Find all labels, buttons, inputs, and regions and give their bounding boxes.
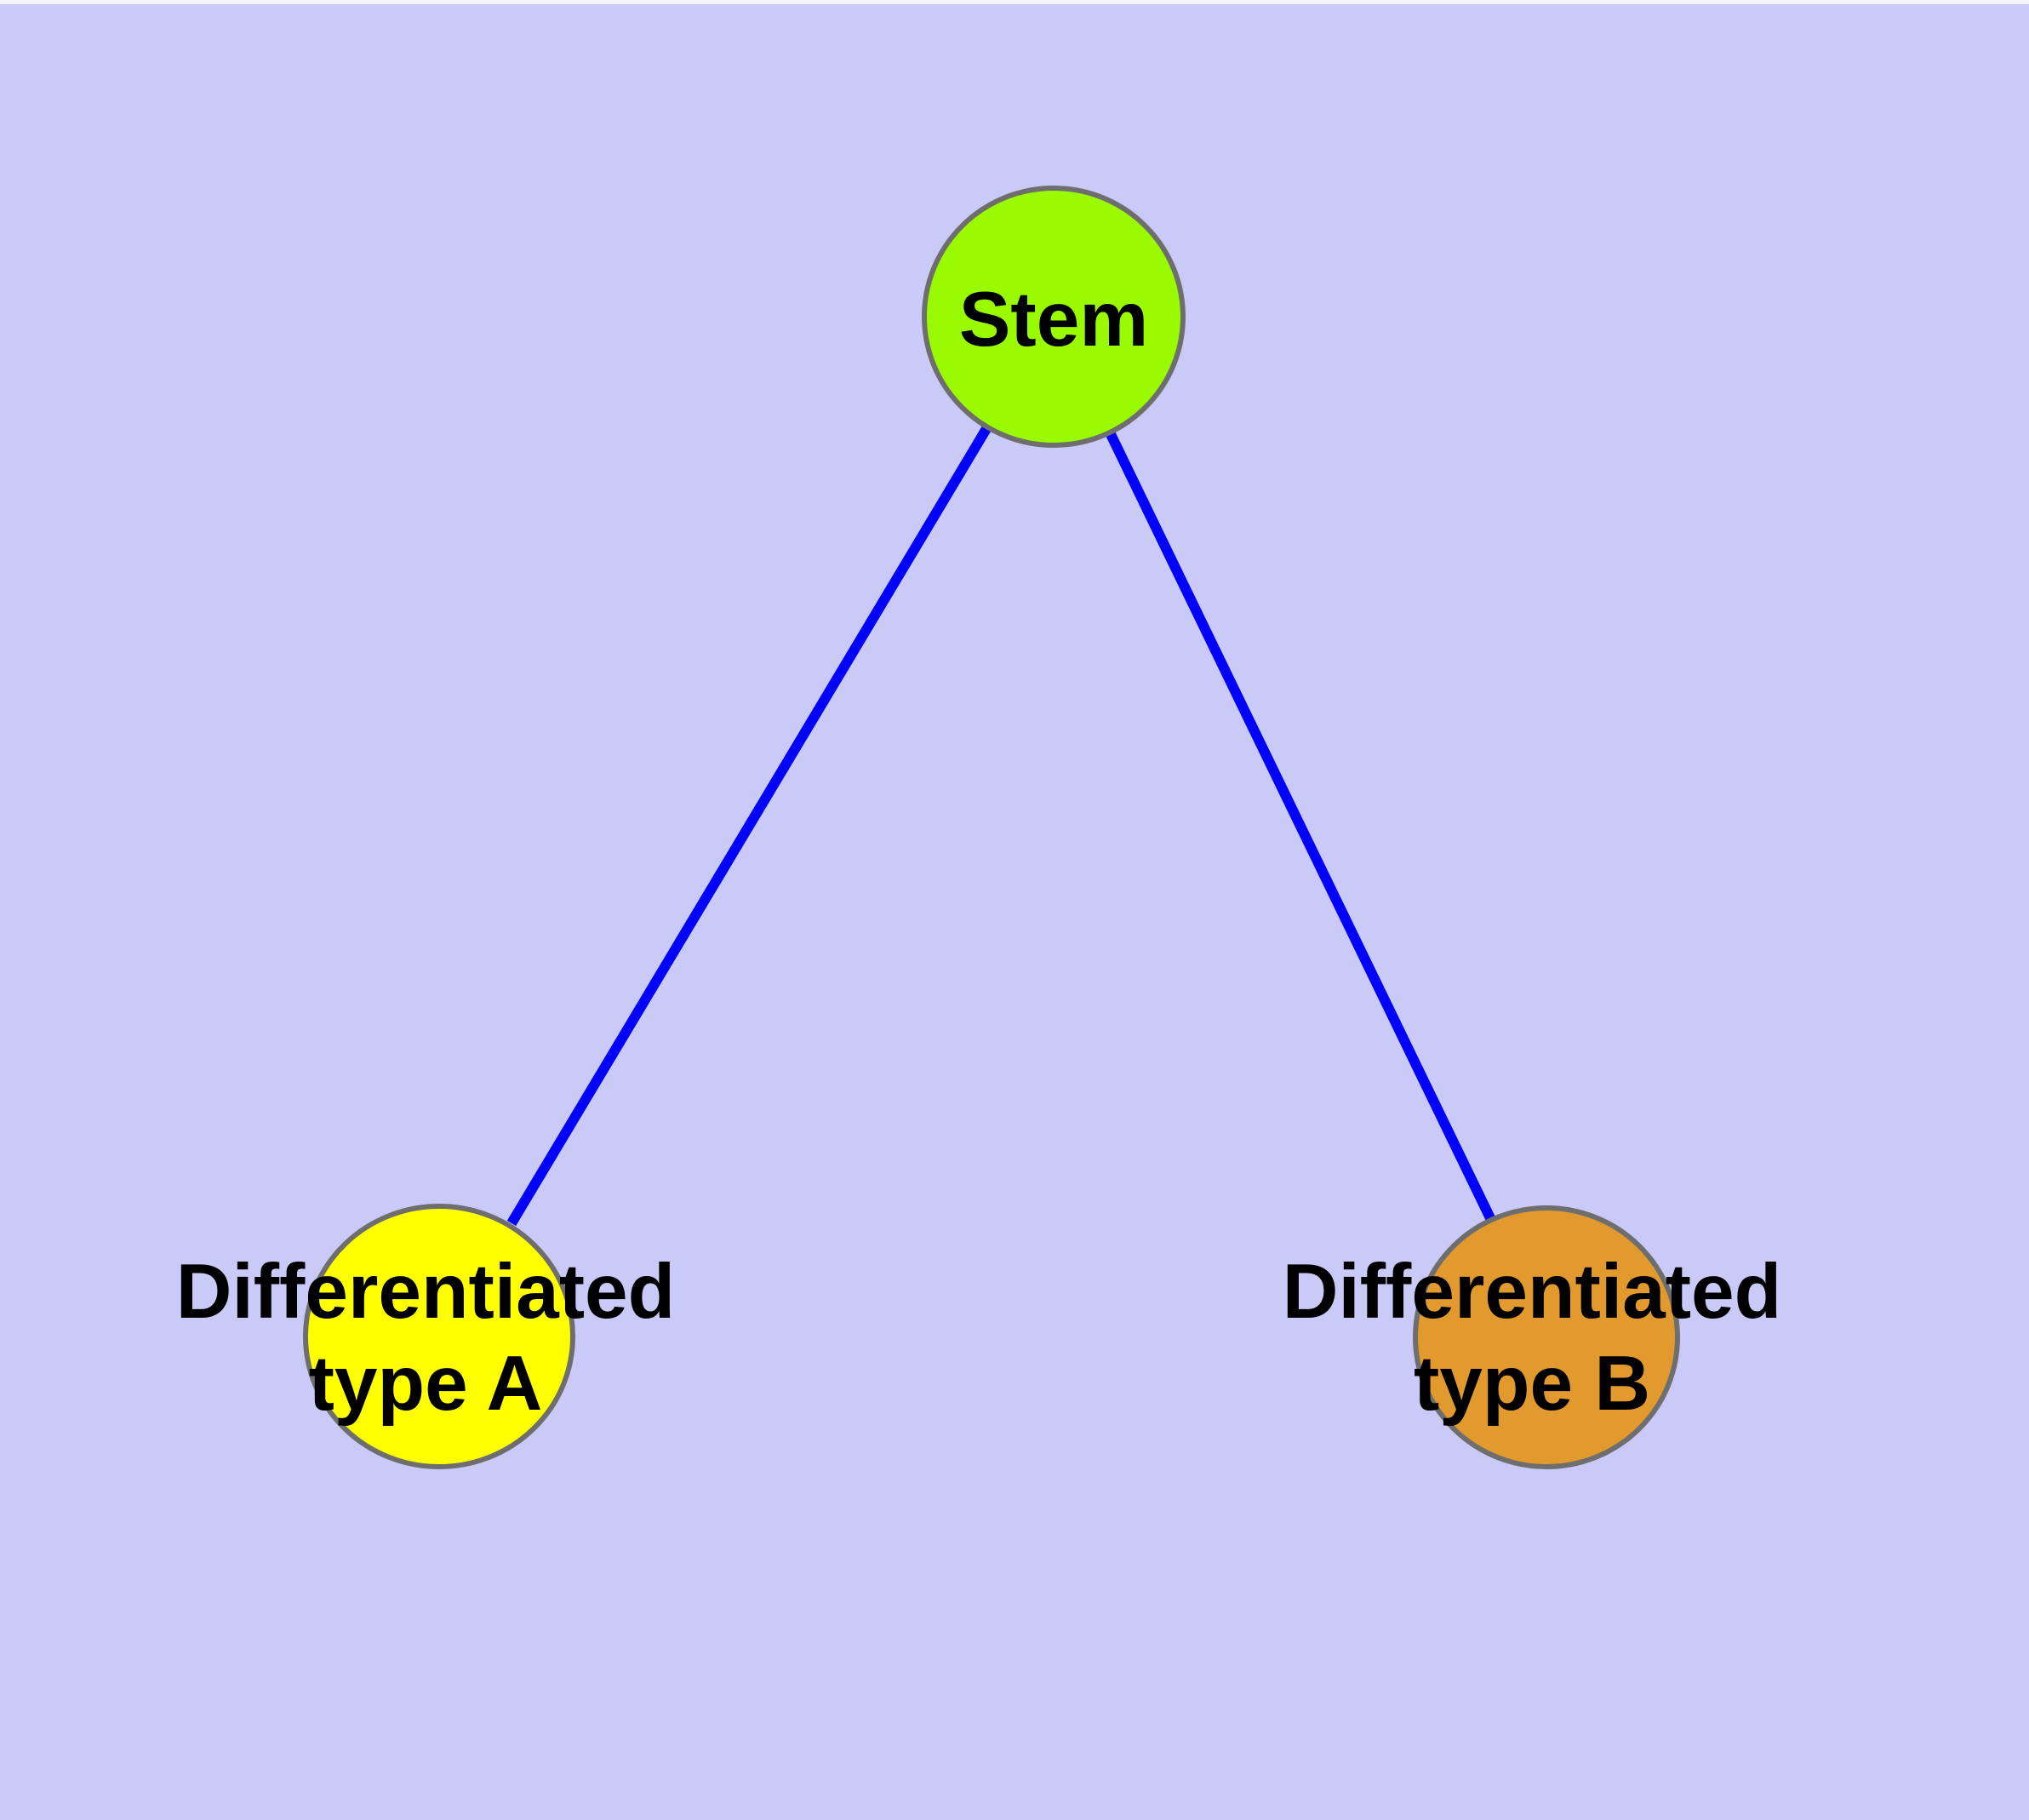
node-type-a-label: Differentiated type A	[175, 1249, 676, 1427]
node-type-a	[303, 1204, 575, 1469]
node-type-b	[1413, 1205, 1680, 1469]
edge-stem-to-type-b	[1105, 430, 1496, 1222]
top-edge-strip	[0, 0, 2029, 4]
node-stem	[922, 186, 1186, 448]
edge-stem-to-type-a	[506, 424, 992, 1227]
node-type-b-label: Differentiated type B	[1282, 1249, 1782, 1427]
node-stem-label: Stem	[958, 277, 1149, 363]
